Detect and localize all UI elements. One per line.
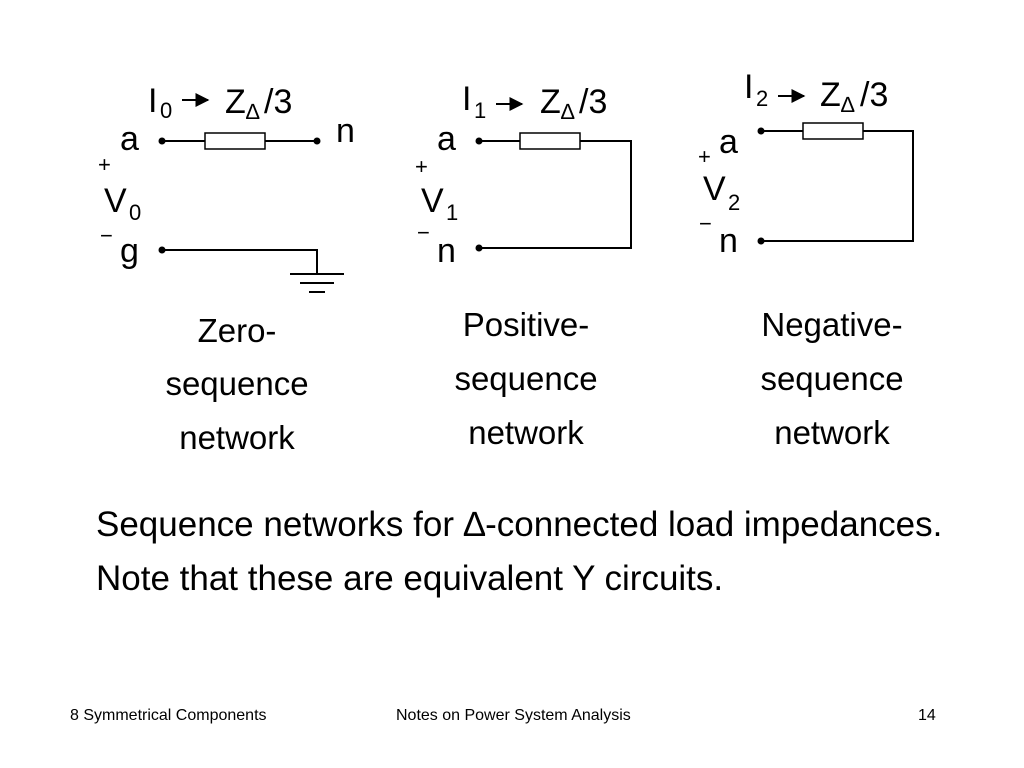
- zero-node-n: n: [336, 112, 355, 150]
- positive-node-a: a: [437, 120, 456, 158]
- body-line-2: Note that these are equivalent Y circuit…: [96, 559, 724, 598]
- zero-impedance-subscript: ∆: [246, 99, 260, 124]
- zero-minus-sign: −: [100, 223, 113, 248]
- negative-caption-line-3: network: [774, 414, 890, 451]
- positive-caption-line-1: Positive-: [463, 306, 590, 343]
- negative-terminal-n-dot: [757, 237, 765, 245]
- negative-caption-line-2: sequence: [760, 360, 903, 397]
- zero-current-label: I: [148, 82, 157, 120]
- negative-current-subscript: 2: [756, 86, 768, 111]
- positive-terminal-n-dot: [475, 244, 483, 252]
- sequence-networks-diagram: I 0 Z ∆ /3 a n + V 0 − g Zero- sequence …: [98, 68, 914, 456]
- zero-impedance-label: Z: [225, 83, 246, 121]
- positive-minus-sign: −: [417, 220, 430, 245]
- body-line-1: Sequence networks for ∆-connected load i…: [96, 505, 943, 544]
- negative-voltage-subscript: 2: [728, 190, 740, 215]
- positive-node-n: n: [437, 232, 456, 270]
- negative-wire-loop: [761, 130, 914, 242]
- negative-plus-sign: +: [698, 144, 711, 169]
- positive-impedance-subscript: ∆: [561, 99, 575, 124]
- zero-caption-line-1: Zero-: [198, 312, 277, 349]
- footer-title: Notes on Power System Analysis: [396, 707, 631, 724]
- positive-current-label: I: [462, 80, 471, 118]
- positive-sequence-network: I 1 Z ∆ /3 a + V 1 − n Positive- sequenc…: [415, 80, 632, 451]
- zero-terminal-n-dot: [313, 137, 321, 145]
- zero-node-g: g: [120, 232, 139, 270]
- negative-caption-line-1: Negative-: [761, 306, 902, 343]
- negative-minus-sign: −: [699, 211, 712, 236]
- positive-current-subscript: 1: [474, 98, 486, 123]
- zero-sequence-network: I 0 Z ∆ /3 a n + V 0 − g Zero- sequence …: [98, 82, 355, 456]
- positive-resistor: [519, 132, 581, 150]
- ground-symbol: [290, 273, 344, 293]
- zero-resistor: [204, 132, 266, 150]
- negative-impedance-suffix: /3: [860, 76, 888, 114]
- negative-resistor: [802, 122, 864, 140]
- zero-current-subscript: 0: [160, 98, 172, 123]
- positive-voltage-subscript: 1: [446, 200, 458, 225]
- negative-sequence-network: I 2 Z ∆ /3 a + V 2 − n Negative- sequenc…: [698, 68, 914, 451]
- positive-impedance-label: Z: [540, 83, 561, 121]
- positive-caption-line-3: network: [468, 414, 584, 451]
- footer-page-number: 14: [918, 707, 936, 724]
- negative-node-n: n: [719, 222, 738, 260]
- negative-impedance-label: Z: [820, 76, 841, 114]
- zero-caption-line-3: network: [179, 419, 295, 456]
- zero-voltage-subscript: 0: [129, 200, 141, 225]
- footer-chapter: 8 Symmetrical Components: [70, 707, 267, 724]
- positive-plus-sign: +: [415, 154, 428, 179]
- positive-wire-loop: [479, 140, 632, 249]
- zero-plus-sign: +: [98, 152, 111, 177]
- negative-impedance-subscript: ∆: [841, 92, 855, 117]
- negative-current-label: I: [744, 68, 753, 106]
- zero-caption-line-2: sequence: [165, 365, 308, 402]
- negative-voltage-label: V: [703, 170, 726, 208]
- zero-wire-ground: [162, 249, 318, 274]
- zero-node-a: a: [120, 120, 139, 158]
- negative-node-a: a: [719, 123, 738, 161]
- slide-body-text: Sequence networks for ∆-connected load i…: [96, 498, 956, 606]
- positive-caption-line-2: sequence: [454, 360, 597, 397]
- positive-voltage-label: V: [421, 182, 444, 220]
- zero-impedance-suffix: /3: [264, 83, 292, 121]
- zero-voltage-label: V: [104, 182, 127, 220]
- positive-impedance-suffix: /3: [579, 83, 607, 121]
